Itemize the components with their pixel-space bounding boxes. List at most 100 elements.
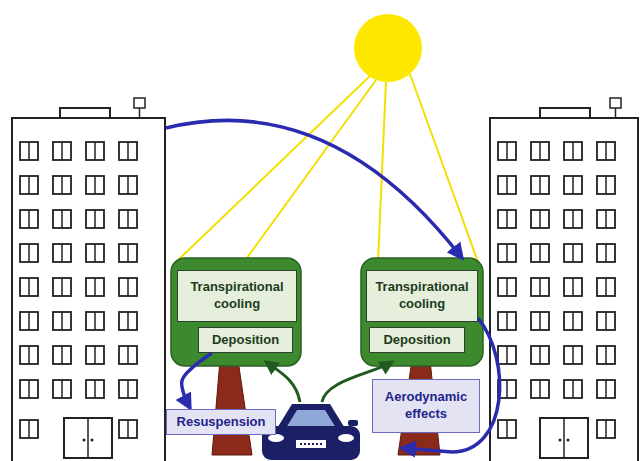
window [531, 346, 549, 364]
window-frame [506, 176, 508, 194]
window [531, 210, 549, 228]
window [86, 210, 104, 228]
wind-flow-arrow [166, 120, 462, 258]
window [119, 278, 137, 296]
window [531, 142, 549, 160]
window-frame [61, 210, 63, 228]
window-frame [572, 380, 574, 398]
window-frame [539, 380, 541, 398]
window-frame [28, 210, 30, 228]
window [498, 210, 516, 228]
process-box: Aerodynamic effects [372, 379, 480, 433]
car [262, 404, 360, 460]
node-label: Transpirational cooling [183, 279, 291, 313]
window [20, 210, 38, 228]
window-frame [506, 142, 508, 160]
tree-canopy [171, 258, 301, 366]
window [597, 380, 615, 398]
window [498, 420, 516, 438]
window [20, 142, 38, 160]
window-frame [127, 380, 129, 398]
window-frame [605, 210, 607, 228]
process-box: Transpirational cooling [177, 270, 297, 322]
window-frame [94, 210, 96, 228]
window-frame [61, 278, 63, 296]
window-frame [28, 420, 30, 438]
window-frame [572, 142, 574, 160]
sun-ray [378, 81, 386, 262]
window-frame [605, 312, 607, 330]
window-frame [605, 176, 607, 194]
window [53, 244, 71, 262]
window-frame [539, 210, 541, 228]
window-frame [605, 142, 607, 160]
window [20, 312, 38, 330]
window [597, 420, 615, 438]
window-frame [572, 312, 574, 330]
window-frame [506, 210, 508, 228]
window [564, 142, 582, 160]
window [498, 176, 516, 194]
window-frame [572, 176, 574, 194]
antenna-pole [139, 108, 141, 118]
building [490, 98, 638, 461]
window-frame [94, 142, 96, 160]
window-frame [572, 278, 574, 296]
window-frame [506, 278, 508, 296]
window-frame [506, 346, 508, 364]
door-knob [83, 439, 86, 442]
sun-rays [176, 74, 478, 262]
car-mirror [348, 420, 358, 426]
antenna-pole [615, 108, 617, 118]
window-frame [61, 380, 63, 398]
window-frame [28, 312, 30, 330]
window-frame [539, 244, 541, 262]
window-frame [61, 312, 63, 330]
window-frame [539, 176, 541, 194]
window [597, 244, 615, 262]
door-knob [91, 439, 94, 442]
building-wall [490, 118, 638, 461]
door-knob [559, 439, 562, 442]
window [531, 278, 549, 296]
window-frame [127, 346, 129, 364]
window-frame [506, 420, 508, 438]
node-label: Transpirational cooling [372, 279, 472, 313]
window [53, 380, 71, 398]
window-frame [572, 346, 574, 364]
window [86, 346, 104, 364]
window [86, 142, 104, 160]
window [597, 210, 615, 228]
window-frame [539, 346, 541, 364]
window [53, 210, 71, 228]
window [597, 176, 615, 194]
window [20, 176, 38, 194]
window [564, 312, 582, 330]
license-plate [296, 440, 326, 448]
building [12, 98, 165, 461]
window [20, 346, 38, 364]
window-frame [94, 244, 96, 262]
window-frame [127, 312, 129, 330]
roof-box [60, 108, 110, 118]
window-frame [605, 420, 607, 438]
window [53, 176, 71, 194]
window [564, 346, 582, 364]
car-headlight [268, 434, 284, 442]
window-frame [94, 176, 96, 194]
process-box: Deposition [198, 327, 293, 353]
window-frame [94, 312, 96, 330]
window [597, 142, 615, 160]
window [53, 278, 71, 296]
window [531, 244, 549, 262]
window-frame [61, 176, 63, 194]
window-frame [605, 380, 607, 398]
window [119, 420, 137, 438]
window-frame [127, 210, 129, 228]
window [531, 380, 549, 398]
tree [361, 258, 483, 455]
window-frame [605, 278, 607, 296]
window-frame [28, 346, 30, 364]
car-body [262, 426, 360, 460]
